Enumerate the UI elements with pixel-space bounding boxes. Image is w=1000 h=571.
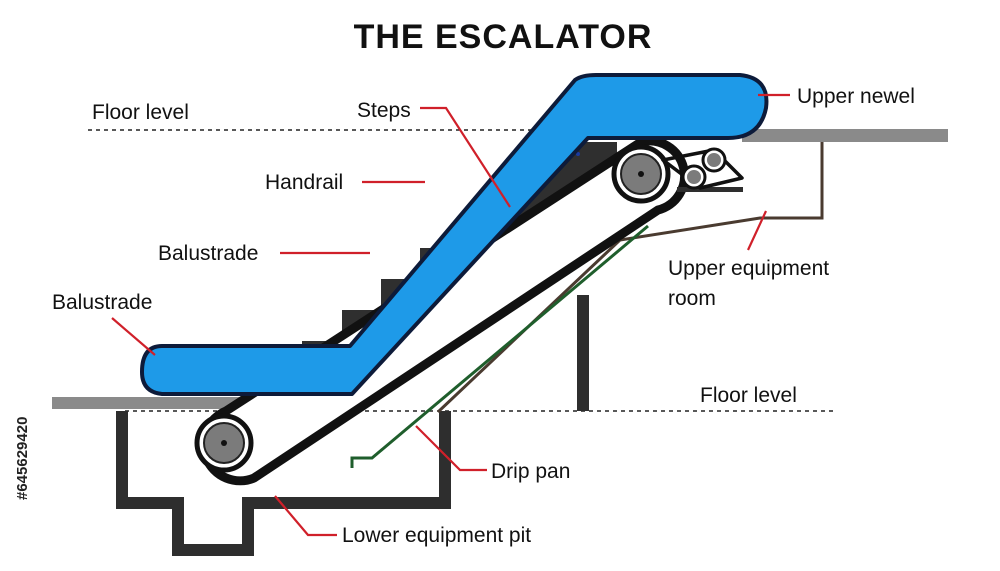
label-balustrade-1: Balustrade (158, 242, 258, 265)
upper-equipment-room-pointer (747, 210, 767, 251)
truss-outline (436, 142, 824, 414)
drip-pan-pointer (415, 425, 487, 472)
lower-sprocket-axle (221, 440, 227, 446)
stock-id: #645629420 (14, 417, 31, 500)
balustrade-pointer-2 (111, 317, 156, 356)
label-steps: Steps (357, 99, 411, 122)
label-floor-level-top: Floor level (92, 101, 189, 124)
diagram-title: THE ESCALATOR (354, 18, 653, 56)
lower-equipment-pit (116, 411, 451, 556)
label-handrail: Handrail (265, 171, 343, 194)
drip-pan (350, 224, 649, 468)
label-upper-equipment-room-line2: room (668, 287, 716, 310)
label-balustrade-2: Balustrade (52, 291, 152, 314)
label-drip-pan: Drip pan (491, 460, 570, 483)
label-floor-level-bottom: Floor level (700, 384, 797, 407)
lower-pit-pointer (274, 495, 337, 537)
handrail-balustrade (140, 73, 769, 396)
label-upper-newel: Upper newel (797, 85, 915, 108)
lower-floor-slab (52, 397, 250, 409)
label-upper-equipment-room-line1: Upper equipment (668, 257, 829, 280)
label-lower-equipment-pit: Lower equipment pit (342, 524, 531, 547)
support-column (577, 295, 589, 411)
upper-sprocket-axle (638, 171, 644, 177)
pointer-lines (111, 93, 790, 537)
steps-pointer (420, 106, 511, 208)
drive-unit (661, 147, 744, 192)
upper-floor-slab (742, 129, 948, 142)
